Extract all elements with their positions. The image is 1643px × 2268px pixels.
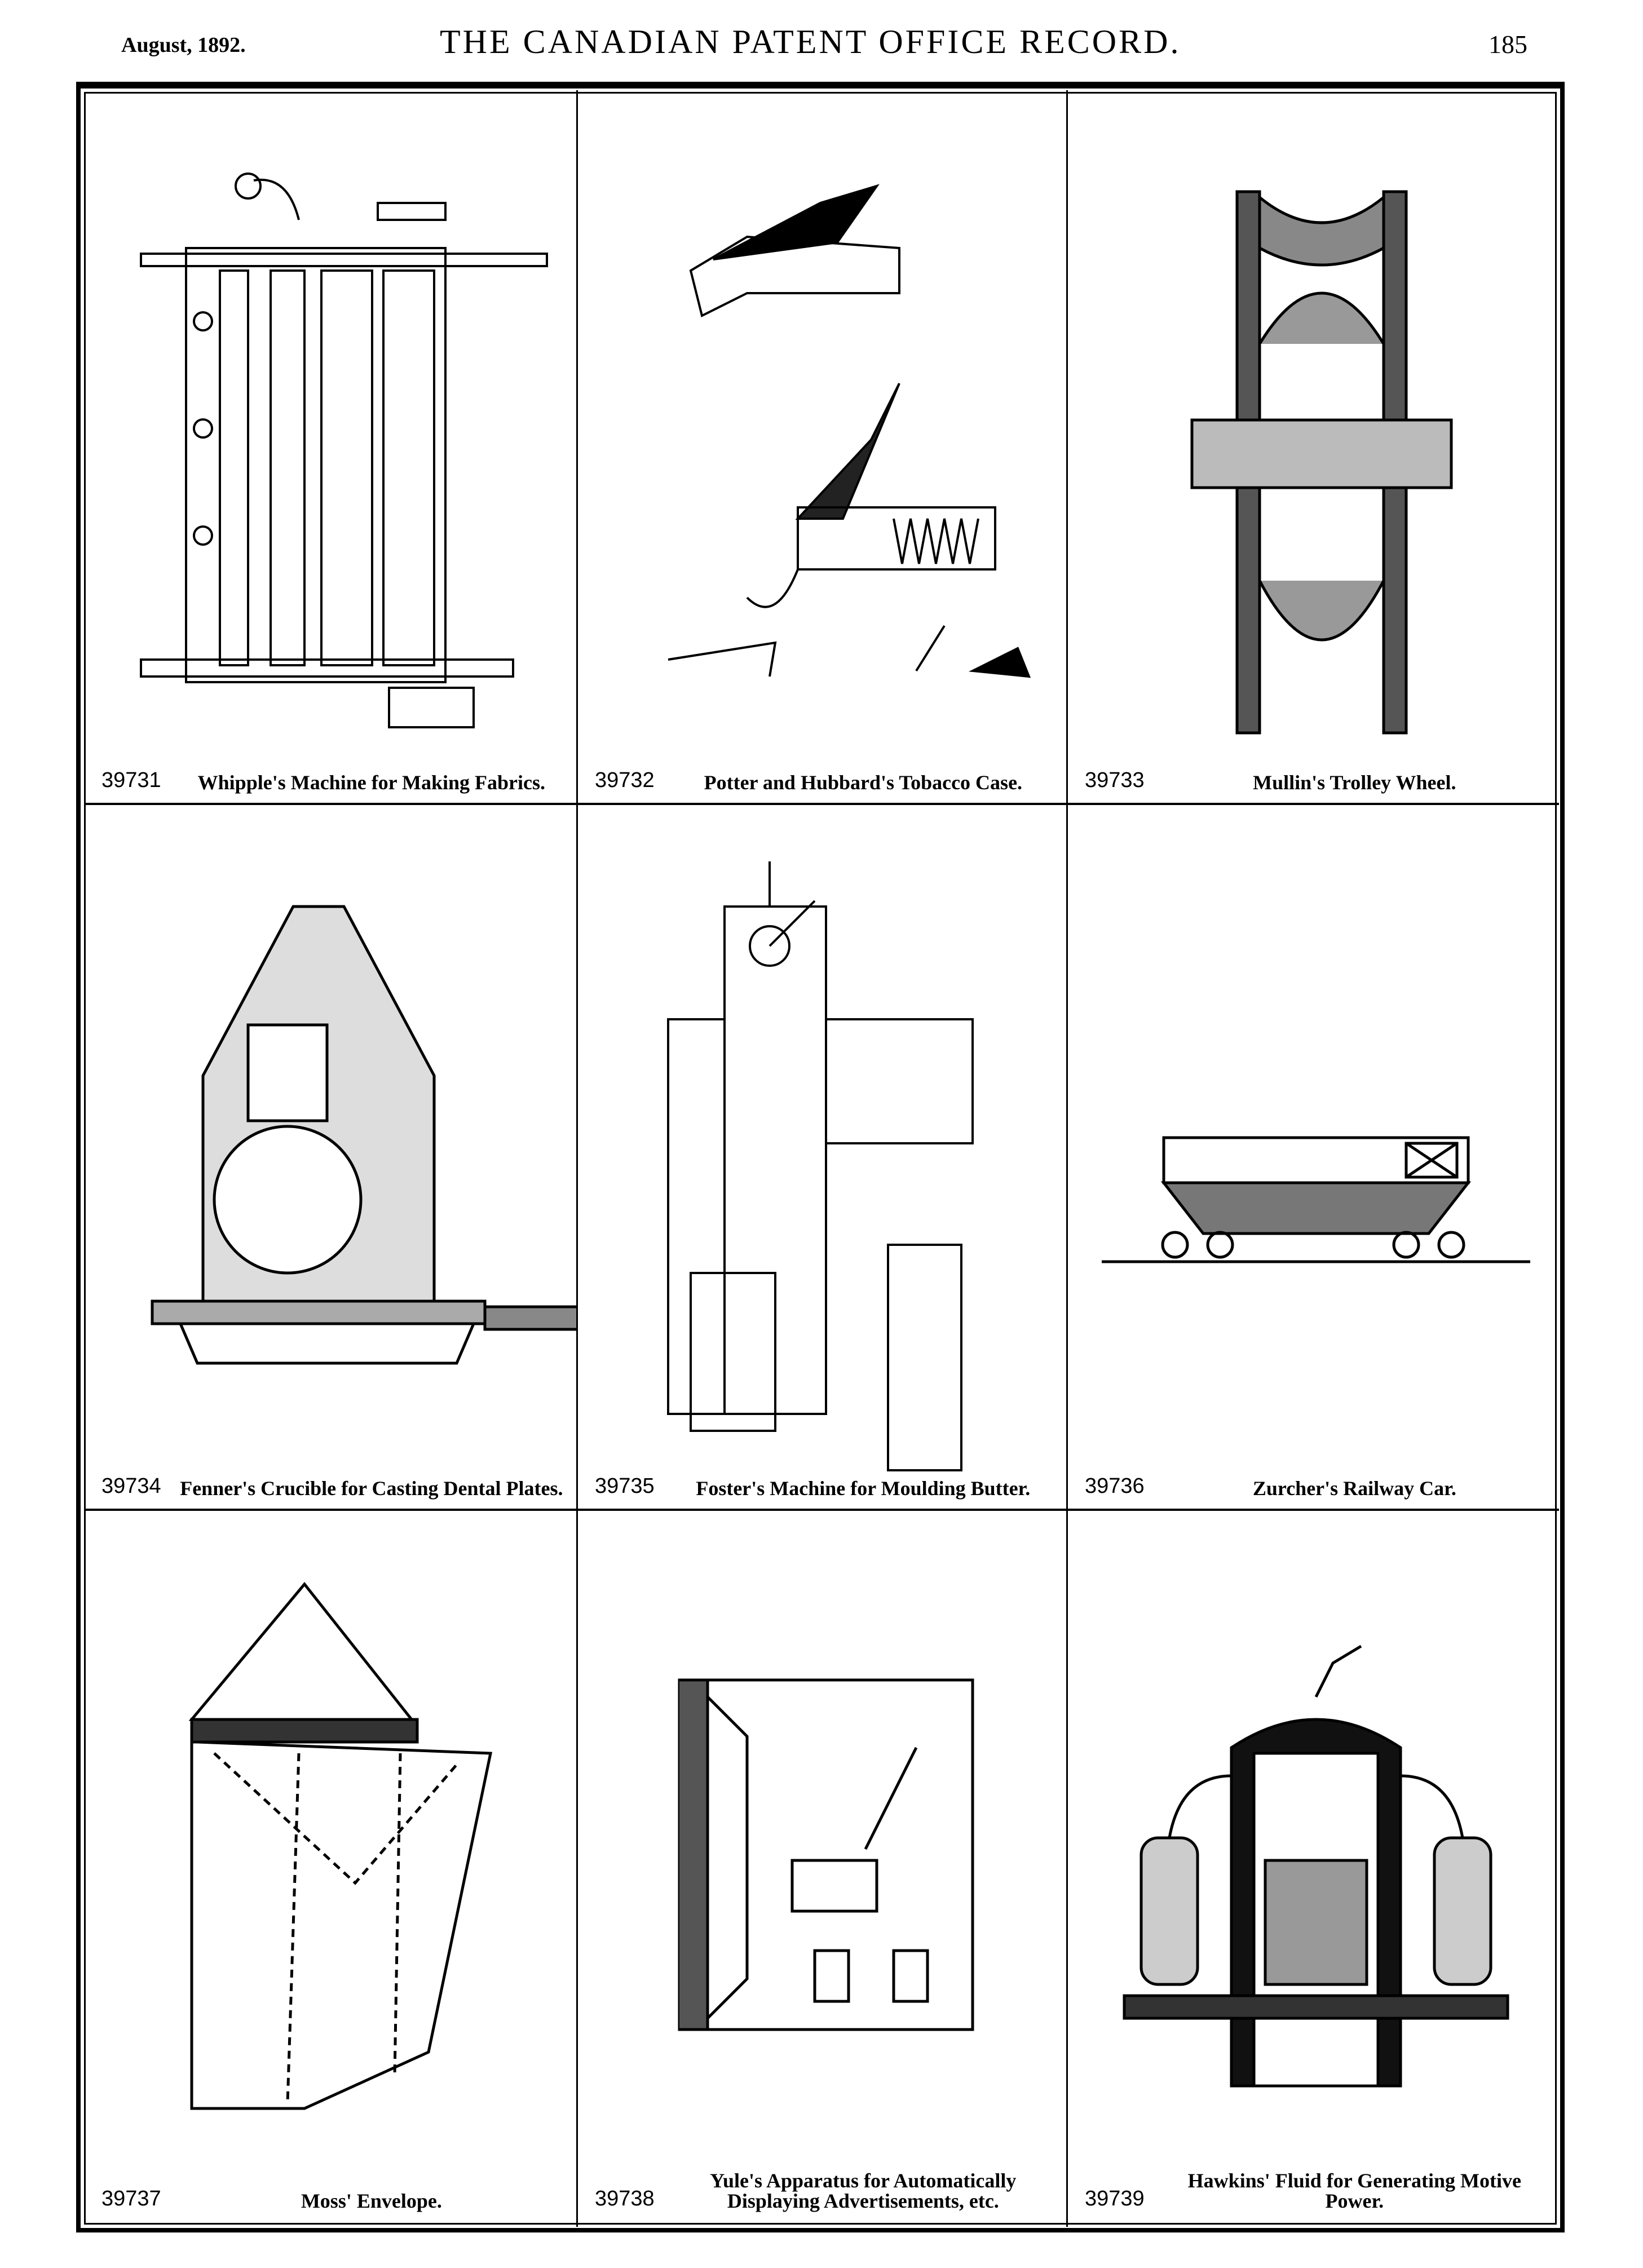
patent-title: Yule's Apparatus for Automatically Displ… [710,2169,1017,2212]
column-divider [576,90,578,2227]
advertisement-apparatus-illustration [578,1511,1066,2221]
page-frame [76,82,1565,2232]
patent-number: 39736 [1085,1474,1145,1498]
crucible-illustration [85,805,576,1509]
patent-cell-39732: 39732 Potter and Hubbard's Tobacco Case. [578,90,1066,803]
patent-title: Foster's Machine for Moulding Butter. [696,1477,1031,1500]
patent-title: Whipple's Machine for Making Fabrics. [197,771,546,794]
trolley-wheel-illustration [1068,90,1559,803]
patent-cell-39739: 39739 Hawkins' Fluid for Generating Motiv… [1068,1511,1559,2221]
butter-moulding-machine-illustration [578,805,1066,1509]
patent-title: Fenner's Crucible for Casting Dental Pla… [180,1477,563,1500]
envelope-illustration [85,1511,576,2221]
railway-car-illustration [1068,805,1559,1509]
patent-cell-39731: 39731 Whipple's Machine for Making Fabric… [85,90,576,803]
patent-number: 39731 [101,768,161,792]
patent-number: 39733 [1085,768,1145,792]
patent-number: 39734 [101,1474,161,1498]
row-divider [85,803,1559,805]
patent-cell-39736: 39736 Zurcher's Railway Car. [1068,805,1559,1509]
page-title: THE CANADIAN PATENT OFFICE RECORD. [440,23,1181,60]
patent-title: Hawkins' Fluid for Generating Motive Pow… [1187,2169,1521,2212]
patent-cell-39738: 39738 Yule's Apparatus for Automatically … [578,1511,1066,2221]
page-number: 185 [1489,30,1527,59]
patent-cell-39737: 39737 Moss' Envelope. [85,1511,576,2221]
patent-number: 39739 [1085,2187,1145,2210]
patent-number: 39735 [595,1474,655,1498]
row-divider [85,1509,1559,1511]
column-divider [1066,90,1068,2227]
patent-number: 39738 [595,2187,655,2210]
patent-cell-39733: 39733 Mullin's Trolley Wheel. [1068,90,1559,803]
patent-cell-39735: 39735 Foster's Machine for Moulding Butte… [578,805,1066,1509]
tobacco-case-illustration [578,90,1066,803]
patent-title: Mullin's Trolley Wheel. [1253,771,1456,794]
patent-title: Potter and Hubbard's Tobacco Case. [704,771,1023,794]
patent-title: Zurcher's Railway Car. [1252,1477,1456,1500]
motive-power-apparatus-illustration [1068,1511,1559,2221]
fabric-machine-illustration [85,90,576,803]
patent-number: 39737 [101,2187,161,2210]
patent-cell-39734: 39734 Fenner's Crucible for Casting Denta… [85,805,576,1509]
patent-number: 39732 [595,768,655,792]
patent-title: Moss' Envelope. [301,2190,442,2212]
issue-date: August, 1892. [121,33,246,57]
